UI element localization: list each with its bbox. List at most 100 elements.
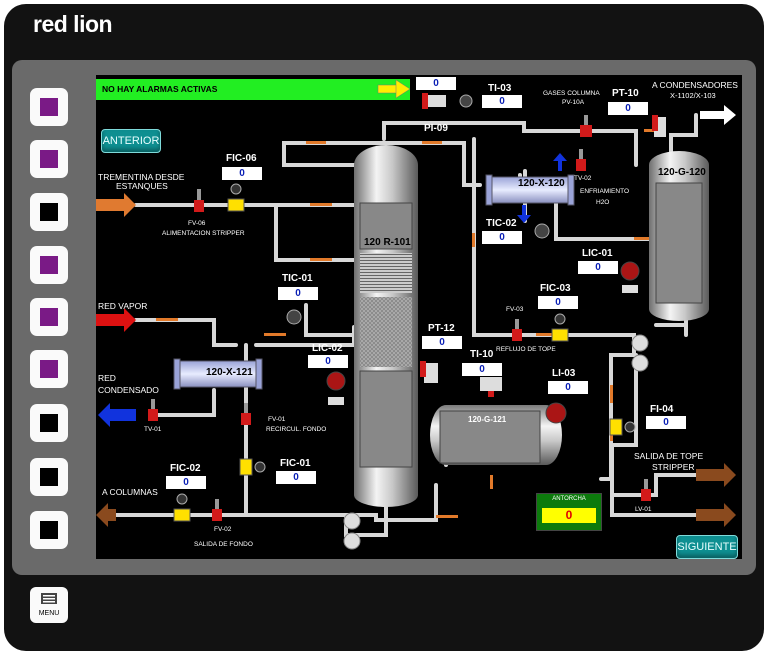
sensor-top-gauge[interactable] — [459, 94, 473, 108]
fic01-tag: FIC-01 — [280, 458, 311, 469]
drum-top-label: 120-G-120 — [658, 167, 706, 178]
logo-text: red lion — [33, 11, 113, 37]
sensor-pt-12[interactable] — [420, 361, 438, 383]
drum-120-g-120[interactable] — [649, 151, 709, 321]
sensor-ti-03[interactable] — [422, 93, 446, 109]
alarm-banner[interactable]: NO HAY ALARMAS ACTIVAS — [96, 79, 410, 100]
condensado-label: CONDENSADO — [98, 385, 159, 395]
banner-arrow-icon — [377, 79, 411, 99]
x1102-label: X-1102/X-103 — [670, 91, 716, 100]
alimentacion-label: ALIMENTACION STRIPPER — [162, 230, 245, 237]
sensor-tic-01[interactable] — [286, 309, 302, 325]
fic02-tag: FIC-02 — [170, 463, 201, 474]
exchanger-top-label: 120-X-120 — [518, 178, 565, 189]
recircul-label: RECIRCUL. FONDO — [266, 426, 327, 433]
pump-reflux-1[interactable] — [631, 334, 649, 352]
fic03-value: 0 — [538, 296, 578, 309]
lic01-value: 0 — [578, 261, 618, 274]
fic03-tag: FIC-03 — [540, 283, 571, 294]
sensor-tic-02[interactable] — [534, 223, 550, 239]
reflujo-label: REFLUJO DE TOPE — [496, 346, 556, 353]
salida-fondo-label: SALIDA DE FONDO — [194, 541, 253, 548]
flowmeter-fic-03[interactable] — [551, 313, 569, 342]
exchanger-120-x-121[interactable] — [173, 358, 263, 390]
enfriamiento-label: ENFRIAMIENTO — [580, 188, 629, 195]
red-lion-logo: red lion — [33, 11, 113, 38]
fv06-label: FV-06 — [188, 220, 206, 227]
a-condensadores-label: A CONDENSADORES — [652, 80, 738, 90]
transmitter-lic-01[interactable] — [620, 261, 640, 293]
softkey-indicator-icon — [40, 98, 58, 116]
flowmeter-fic-01[interactable] — [239, 458, 266, 476]
tic02-tag: TIC-02 — [486, 218, 517, 229]
softkey-1[interactable] — [30, 88, 68, 126]
transmitter-lic-02[interactable] — [326, 371, 346, 405]
sensor-pt-10[interactable] — [652, 115, 666, 137]
softkey-6[interactable] — [30, 350, 68, 388]
antorcha-value: 0 — [542, 508, 596, 523]
li03-tag: LI-03 — [552, 368, 576, 379]
process-diagram — [96, 79, 736, 550]
a-condensadores-arrow-icon — [700, 105, 736, 125]
top-value: 0 — [416, 77, 456, 90]
flowmeter-fic-06[interactable] — [227, 183, 245, 212]
pump-reflux-2[interactable] — [631, 354, 649, 372]
trementina-inlet-arrow-icon — [96, 193, 136, 217]
softkey-3[interactable] — [30, 193, 68, 231]
valve-tv-01[interactable] — [148, 399, 158, 421]
menu-label: MENU — [38, 610, 60, 617]
valve-tv-02[interactable] — [576, 149, 586, 171]
ti03-value: 0 — [482, 95, 522, 108]
red-label: RED — [98, 373, 116, 383]
fv02-label: FV-02 — [214, 526, 232, 533]
anterior-button[interactable]: ANTERIOR — [101, 129, 161, 153]
exchanger-120-x-120[interactable] — [485, 153, 575, 223]
siguiente-button[interactable]: SIGUIENTE — [676, 535, 738, 559]
valve-fv-06[interactable] — [194, 189, 204, 212]
salida-tope-arrow-1-icon — [696, 463, 736, 487]
salida-tope-label: SALIDA DE TOPE — [634, 451, 704, 461]
flowmeter-fi-04[interactable] — [609, 418, 636, 436]
pump-bottom-2[interactable] — [343, 532, 361, 550]
pt10-tag: PT-10 — [612, 88, 639, 99]
valve-fv-01[interactable] — [241, 403, 251, 425]
transmitter-li-03[interactable] — [545, 402, 567, 424]
valve-fv-03[interactable] — [512, 319, 522, 341]
antorcha-panel: ANTORCHA 0 — [536, 493, 602, 531]
menu-button[interactable]: MENU — [30, 587, 68, 623]
pt12-tag: PT-12 — [428, 323, 455, 334]
softkey-indicator-icon — [40, 150, 58, 168]
softkey-9[interactable] — [30, 511, 68, 549]
column-120-r-101[interactable] — [354, 145, 418, 507]
drum-bottom-label: 120-G-121 — [468, 415, 507, 424]
column-label: 120 R-101 — [364, 237, 411, 248]
fic06-tag: FIC-06 — [226, 153, 257, 164]
gases-columna-label: GASES COLUMNA — [543, 90, 600, 97]
lic01-tag: LIC-01 — [582, 248, 613, 259]
pump-bottom-1[interactable] — [343, 512, 361, 530]
lv01-label: LV-01 — [635, 506, 652, 513]
ti10-tag: TI-10 — [470, 349, 494, 360]
valve-pv-10a[interactable] — [580, 115, 592, 137]
fic06-value: 0 — [222, 167, 262, 180]
salida-tope-arrow-2-icon — [696, 503, 736, 527]
condensado-outlet-arrow-icon — [98, 403, 136, 427]
valve-lv-01[interactable] — [641, 479, 651, 501]
drum-120-g-121[interactable] — [430, 405, 562, 465]
softkey-4[interactable] — [30, 246, 68, 284]
softkey-5[interactable] — [30, 298, 68, 336]
h2o-label: H2O — [596, 199, 610, 206]
antorcha-label: ANTORCHA — [552, 496, 586, 502]
softkey-indicator-icon — [40, 308, 58, 326]
tv02-label: TV-02 — [574, 175, 592, 182]
red-vapor-label: RED VAPOR — [98, 301, 148, 311]
flowmeter-fic-02[interactable] — [173, 493, 191, 522]
tv01-label: TV-01 — [144, 426, 162, 433]
ti10-value: 0 — [462, 363, 502, 376]
sensor-ti-10[interactable] — [480, 377, 502, 397]
softkey-2[interactable] — [30, 140, 68, 178]
valve-fv-02[interactable] — [212, 499, 222, 521]
softkey-7[interactable] — [30, 404, 68, 442]
softkey-indicator-icon — [40, 414, 58, 432]
softkey-8[interactable] — [30, 458, 68, 496]
